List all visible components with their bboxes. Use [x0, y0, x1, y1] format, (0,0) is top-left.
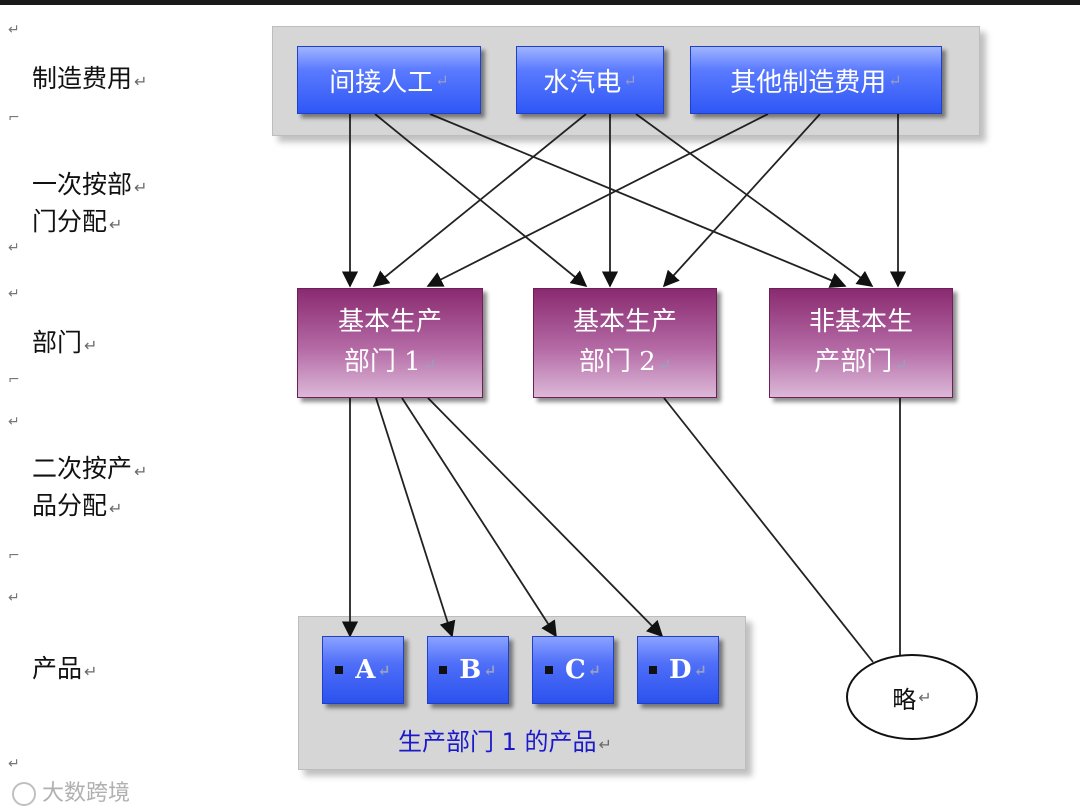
return-mark: ↵ [8, 240, 20, 256]
watermark: 大数跨境 [12, 775, 130, 807]
products-caption: 生产部门 1 的产品↵ [398, 728, 612, 756]
arrow-indirect-labor-to-nonbasic [429, 113, 847, 288]
arrow-dept1-to-product-b [375, 397, 456, 638]
return-mark: ↵ [8, 286, 20, 302]
product-box-b: B↵ [427, 636, 509, 704]
row-label-first-allocation: 一次按部↵ 门分配↵ [32, 170, 148, 236]
arrow-dept1-to-product-d [427, 397, 664, 638]
arrow-other-to-dept1 [426, 113, 769, 287]
row-label-second-allocation: 二次按产↵ 品分配↵ [32, 454, 148, 520]
arrow-dept1-to-product-c [401, 397, 557, 638]
dept-box-non-basic: 非基本生 产部门↵ [769, 288, 953, 398]
arrow-other-to-dept2 [662, 113, 821, 288]
cost-box-utilities: 水汽电↵ [516, 46, 664, 114]
row-label-products: 产品↵ [32, 654, 98, 683]
cost-box-other-overhead: 其他制造费用↵ [690, 46, 942, 114]
return-mark: ↵ [8, 590, 20, 606]
omitted-ellipse: 略↵ [846, 654, 978, 740]
product-box-c: C↵ [532, 636, 614, 704]
top-rule [0, 0, 1080, 5]
return-mark: ↵ [8, 22, 20, 38]
return-mark: ↵ [8, 756, 20, 772]
product-box-d: D↵ [637, 636, 719, 704]
return-mark: ↵ [8, 414, 20, 430]
watermark-logo-icon [12, 782, 36, 806]
dept-box-basic-2: 基本生产 部门 2↵ [533, 288, 717, 398]
row-label-overhead: 制造费用↵ [32, 64, 148, 93]
line-mark: ⌐ [8, 110, 20, 126]
dept-box-basic-1: 基本生产 部门 1↵ [297, 288, 483, 398]
line-dept2-to-omitted [663, 397, 874, 663]
arrow-utilities-to-nonbasic [635, 113, 874, 287]
line-mark: ⌐ [8, 372, 20, 388]
cost-box-indirect-labor: 间接人工↵ [297, 46, 481, 114]
line-mark: ⌐ [8, 548, 20, 564]
arrow-utilities-to-dept1 [372, 113, 587, 288]
row-label-department: 部门↵ [32, 328, 98, 357]
product-box-a: A↵ [322, 636, 404, 704]
